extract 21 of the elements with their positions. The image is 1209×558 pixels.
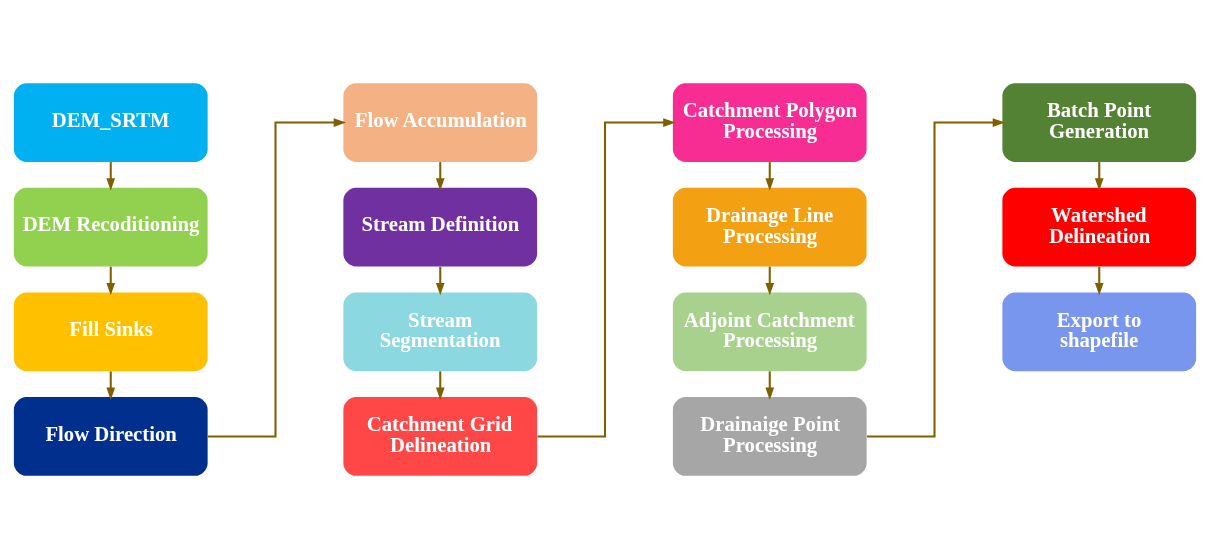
node-box: Stream Definition — [342, 187, 537, 267]
node-box: DEM Recoditioning — [13, 187, 208, 267]
arrow — [105, 370, 115, 400]
node-box: Export to shapefile — [1001, 291, 1196, 371]
arrow — [207, 117, 346, 437]
node-box: Drainaige Point Processing — [672, 396, 867, 476]
node-box: Catchment Grid Delineation — [342, 396, 537, 476]
node-box: Batch Point Generation — [1001, 82, 1196, 162]
node-box: Stream Segmentation — [342, 291, 537, 371]
node-box: Flow Accumulation — [342, 82, 537, 162]
node-box: Flow Direction — [13, 396, 208, 476]
node-box: DEM_SRTM — [13, 82, 208, 162]
node-box: Drainage Line Processing — [672, 187, 867, 267]
arrow — [764, 370, 774, 400]
node-box: Adjoint Catchment Processing — [672, 291, 867, 371]
node-box: Fill Sinks — [13, 291, 208, 371]
arrow — [537, 117, 676, 437]
node-box: Watershed Delineation — [1001, 187, 1196, 267]
arrow — [866, 117, 1005, 437]
node-box: Catchment Polygon Processing — [672, 82, 867, 162]
arrow — [435, 370, 445, 400]
